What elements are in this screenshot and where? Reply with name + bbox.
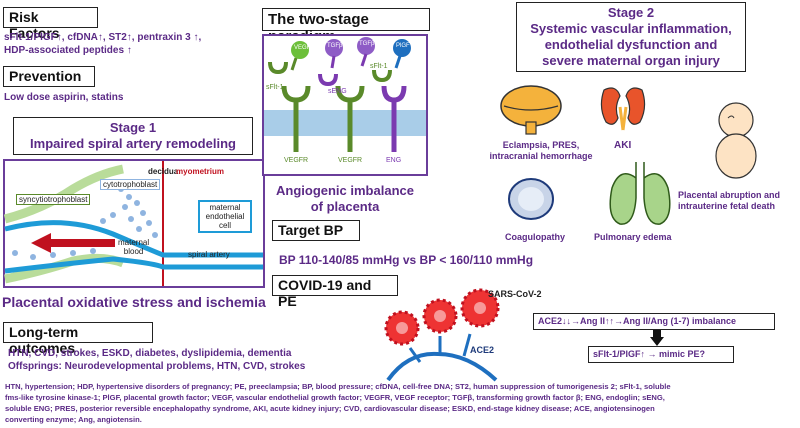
down-arrow-icon — [650, 330, 664, 346]
risk-factors-title: Risk Factors — [3, 7, 98, 41]
covid-title: COVID-19 and PE — [272, 275, 398, 309]
sflt1-mimic-box: sFlt-1/PlGF↑ → mimic PE? — [588, 346, 734, 363]
ligand-tgfb-1: TGFβ — [327, 43, 343, 49]
soluble-sflt1-right: sFlt-1 — [370, 63, 388, 70]
label-cytotrophoblast: cytotrophoblast — [100, 179, 161, 190]
target-bp-title: Target BP — [272, 220, 360, 241]
two-stage-title: The two-stage paradigm — [262, 8, 430, 45]
angiogenic-receptor-diagram — [262, 34, 428, 176]
risk-factors-line1: sFlt-1/PlGF↑, cfDNA↑, ST2↑, pentraxin 3 … — [4, 32, 202, 43]
receptor-vegfr-1: VEGFR — [284, 157, 309, 164]
pulmonary-edema-label: Pulmonary edema — [594, 232, 672, 242]
stage2-title-box: Stage 2 Systemic vascular inflammation, … — [516, 2, 746, 72]
sars-cov-2-label: SARS-CoV-2 — [488, 289, 542, 299]
virus-ace2-diagram — [384, 288, 500, 382]
fetus-icon — [715, 102, 757, 179]
lungs-icon — [609, 162, 671, 225]
soluble-seng: sENG — [328, 88, 347, 95]
brain-icon — [500, 85, 562, 135]
long-term-line1: HTN, CVD, strokes, ESKD, diabetes, dysli… — [8, 348, 292, 359]
fetus-label: Placental abruption and intrauterine fet… — [678, 190, 781, 211]
target-bp-text: BP 110-140/85 mmHg vs BP < 160/110 mmHg — [279, 253, 534, 267]
stage1-caption: Placental oxidative stress and ischemia — [2, 294, 266, 310]
abbreviations-footnote: HTN, hypertension; HDP, hypertensive dis… — [5, 382, 671, 424]
stage1-title-box: Stage 1 Impaired spiral artery remodelin… — [13, 117, 253, 155]
prevention-title: Prevention — [3, 66, 95, 87]
label-maternal-endothelial-cell: maternal endothelial cell — [198, 200, 252, 233]
risk-factors-line2: HDP-associated peptides ↑ — [4, 45, 132, 56]
long-term-title: Long-term outcomes — [3, 322, 153, 356]
label-spiral-artery: spiral artery — [188, 250, 230, 259]
kidney-icon — [600, 87, 646, 131]
label-syncytiotrophoblast: syncytiotrophoblast — [16, 194, 91, 205]
platelet-icon — [508, 178, 554, 220]
ligand-tgfb-2: TGFβ — [359, 41, 375, 47]
long-term-line2: Offsprings: Neurodevelopmental problems,… — [8, 361, 306, 372]
stage1-title-line2: Impaired spiral artery remodeling — [30, 136, 236, 151]
stage1-title-line1: Stage 1 — [109, 120, 157, 135]
soluble-sflt1-left: sFlt-1 — [266, 84, 284, 91]
ace2-imbalance-box: ACE2↓↓→Ang II↑↑→Ang II/Ang (1-7) imbalan… — [533, 313, 775, 330]
ligand-plgf: PlGF — [396, 43, 410, 49]
brain-label: Eclampsia, PRES, intracranial hemorrhage — [489, 140, 593, 161]
label-maternal-blood: maternal blood — [118, 238, 150, 256]
label-decidua: decidua — [148, 167, 179, 176]
label-myometrium: myometrium — [176, 167, 225, 176]
ligand-vegf: VEGF — [294, 45, 311, 51]
receptor-vegfr-2: VEGFR — [338, 157, 363, 164]
ace2-label: ACE2 — [470, 345, 495, 355]
receptor-eng: ENG — [386, 157, 402, 164]
two-stage-caption: Angiogenic imbalance of placenta — [276, 183, 414, 214]
prevention-text: Low dose aspirin, statins — [4, 92, 124, 103]
coagulopathy-label: Coagulopathy — [505, 232, 565, 242]
sars-cov-2-virus-icon — [384, 288, 500, 346]
cytotrophoblast-cells — [12, 186, 158, 260]
aki-label: AKI — [614, 140, 632, 151]
